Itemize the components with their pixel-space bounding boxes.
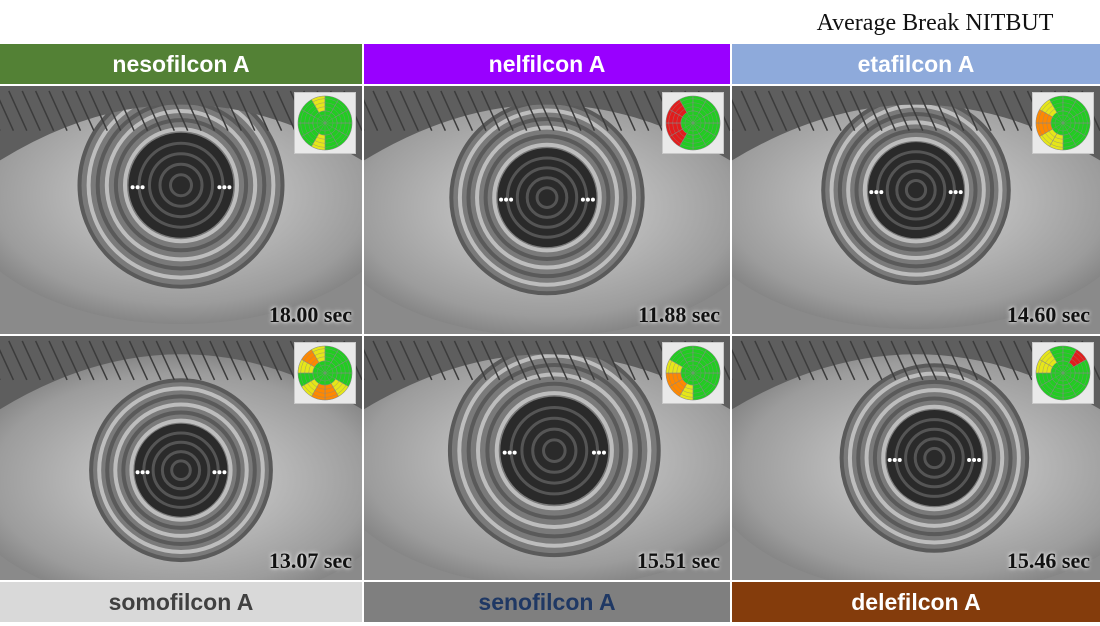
eye-image — [732, 86, 1100, 334]
eye-panel-etafilcon-a: 14.60 sec — [732, 86, 1100, 334]
eye-image — [364, 86, 730, 334]
label-delefilcon-a: delefilcon A — [732, 582, 1100, 622]
nitbut-time: 11.88 sec — [638, 302, 720, 327]
eye-image — [364, 336, 730, 580]
label-nesofilcon-a: nesofilcon A — [0, 44, 362, 84]
figure-title: Average Break NITBUT — [816, 10, 1054, 36]
label-etafilcon-a: etafilcon A — [732, 44, 1100, 84]
eye-image — [0, 336, 362, 580]
nitbut-time: 18.00 sec — [268, 302, 352, 327]
eye-panel-delefilcon-a: 15.46 sec — [732, 336, 1100, 580]
label-nelfilcon-a: nelfilcon A — [364, 44, 730, 84]
eye-panel-nelfilcon-a: 11.88 sec — [364, 86, 730, 334]
eye-panel-senofilcon-a: 15.51 sec — [364, 336, 730, 580]
nitbut-time: 15.46 sec — [1006, 548, 1090, 573]
breakup-map-icon — [294, 342, 356, 404]
breakup-map-icon — [1032, 92, 1094, 154]
nitbut-time: 13.07 sec — [268, 548, 352, 573]
label-senofilcon-a: senofilcon A — [364, 582, 730, 622]
nitbut-time: 15.51 sec — [636, 548, 720, 573]
nitbut-time: 14.60 sec — [1006, 302, 1090, 327]
breakup-map-icon — [662, 342, 724, 404]
label-somofilcon-a: somofilcon A — [0, 582, 362, 622]
breakup-map-icon — [662, 92, 724, 154]
breakup-map-icon — [294, 92, 356, 154]
eye-panel-somofilcon-a: 13.07 sec — [0, 336, 362, 580]
eye-panel-nesofilcon-a: 18.00 sec — [0, 86, 362, 334]
breakup-map-icon — [1032, 342, 1094, 404]
